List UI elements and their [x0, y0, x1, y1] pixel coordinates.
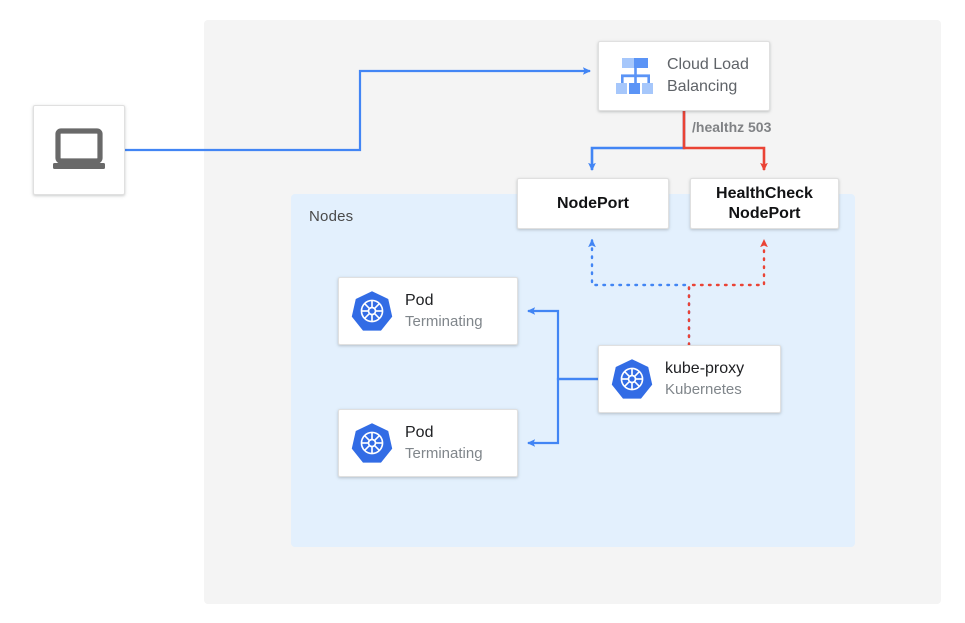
- pod-card-1[interactable]: Pod Terminating: [338, 277, 518, 345]
- nodeport-label: NodePort: [557, 194, 629, 212]
- healthz-503-label: /healthz 503: [692, 119, 772, 135]
- cloud-load-balancing-label-line1: Cloud Load: [667, 56, 749, 74]
- healthcheck-nodeport-label-line1: HealthCheck: [716, 184, 813, 202]
- kubernetes-icon: [339, 289, 405, 333]
- kube-proxy-title: kube-proxy: [665, 359, 745, 377]
- kube-proxy-subtitle: Kubernetes: [665, 380, 742, 398]
- pod-1-subtitle: Terminating: [405, 312, 483, 330]
- cloud-load-balancing-card[interactable]: Cloud Load Balancing: [598, 41, 770, 111]
- client-card[interactable]: [33, 105, 125, 195]
- kubernetes-icon: [599, 357, 665, 401]
- cloud-load-balancing-label-group: Cloud Load Balancing: [667, 54, 749, 97]
- cloud-load-balancing-label-line2: Balancing: [667, 78, 738, 95]
- pod-2-subtitle: Terminating: [405, 444, 483, 462]
- nodeport-card[interactable]: NodePort: [517, 178, 669, 229]
- cloud-load-balancing-icon: [605, 56, 667, 96]
- nodes-panel-label: Nodes: [309, 208, 354, 225]
- pod-2-title: Pod: [405, 423, 434, 441]
- kube-proxy-label-group: kube-proxy Kubernetes: [665, 359, 744, 399]
- pod-2-label-group: Pod Terminating: [405, 423, 483, 463]
- pod-1-title: Pod: [405, 291, 434, 309]
- pod-1-label-group: Pod Terminating: [405, 291, 483, 331]
- laptop-icon: [51, 127, 107, 173]
- kube-proxy-card[interactable]: kube-proxy Kubernetes: [598, 345, 781, 413]
- healthcheck-nodeport-label-line2: NodePort: [728, 204, 801, 222]
- pod-card-2[interactable]: Pod Terminating: [338, 409, 518, 477]
- kubernetes-icon: [339, 421, 405, 465]
- healthcheck-nodeport-card[interactable]: HealthCheck NodePort: [690, 178, 839, 229]
- healthcheck-nodeport-label-group: HealthCheck NodePort: [691, 179, 838, 228]
